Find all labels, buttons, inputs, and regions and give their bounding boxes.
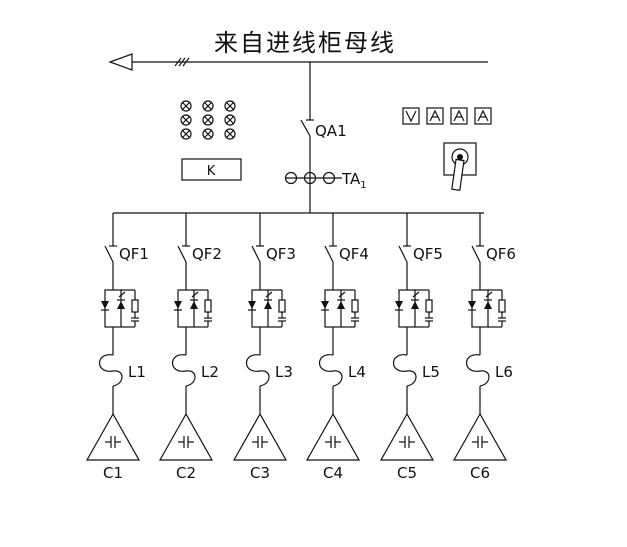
thyristor-switch-icon — [248, 289, 286, 328]
capacitor-label: C2 — [176, 464, 196, 482]
main-feeder: QA1 TA1 — [284, 62, 367, 213]
meter-group — [402, 107, 492, 125]
capacitor-label: C3 — [250, 464, 270, 482]
indicator-lamp-icon — [202, 100, 214, 112]
thyristor-switch-icon — [468, 289, 506, 328]
capacitor-bank-icon — [158, 412, 214, 461]
ammeter-icon — [474, 107, 492, 125]
indicator-lamp-icon — [224, 128, 236, 140]
indicator-lamp-icon — [224, 114, 236, 126]
ammeter-icon — [450, 107, 468, 125]
capacitor-bank-icon — [305, 412, 361, 461]
reactor-label: L3 — [275, 363, 293, 381]
capacitor-label: C4 — [323, 464, 343, 482]
panel-k-label: K — [207, 164, 216, 179]
reactor-label: L2 — [201, 363, 219, 381]
thyristor-switch-icon — [321, 289, 359, 328]
capacitor-label: C5 — [397, 464, 417, 482]
reactor-icon — [318, 354, 343, 387]
circuit-breaker-icon — [398, 245, 411, 263]
current-transformer-icon — [284, 171, 342, 185]
reactor-icon — [245, 354, 270, 387]
indicator-lamp-icon — [180, 100, 192, 112]
reactor-icon — [171, 354, 196, 387]
capacitor-label: C1 — [103, 464, 123, 482]
panel-k-box — [181, 158, 242, 181]
capacitor-branches: QF1L1C1QF2L2C2QF3L3C3QF4L4C4QF5L5C5QF6L6… — [85, 213, 516, 482]
reactor-label: L4 — [348, 363, 366, 381]
circuit-breaker-icon — [324, 245, 337, 263]
capacitor-bank-icon — [452, 412, 508, 461]
thyristor-switch-icon — [174, 289, 212, 328]
reactor-label: L1 — [128, 363, 146, 381]
indicator-lamp-icon — [202, 128, 214, 140]
reactor-icon — [392, 354, 417, 387]
capacitor-bank-icon — [85, 412, 141, 461]
selector-switch-icon — [443, 142, 477, 191]
capacitor-bank-icon — [379, 412, 435, 461]
circuit-breaker-icon — [104, 245, 117, 263]
circuit-breaker-icon — [251, 245, 264, 263]
indicator-lamp-icon — [180, 128, 192, 140]
breaker-label: QF6 — [486, 245, 516, 263]
ammeter-icon — [426, 107, 444, 125]
circuit-breaker-icon — [471, 245, 484, 263]
indicator-lamp-icon — [224, 100, 236, 112]
circuit-breaker-icon — [177, 245, 190, 263]
breaker-label: QF3 — [266, 245, 296, 263]
indicator-lamp-icon — [180, 114, 192, 126]
ct-label: TA1 — [341, 170, 367, 191]
capacitor-bank-icon — [232, 412, 288, 461]
reactor-label: L6 — [495, 363, 513, 381]
voltmeter-icon — [402, 107, 420, 125]
main-breaker-label: QA1 — [315, 122, 347, 140]
thyristor-switch-icon — [101, 289, 139, 328]
diagram-title: 来自进线柜母线 — [214, 29, 396, 57]
breaker-label: QF4 — [339, 245, 369, 263]
breaker-label: QF1 — [119, 245, 149, 263]
breaker-label: QF2 — [192, 245, 222, 263]
indicator-lamps — [180, 100, 236, 140]
thyristor-switch-icon — [395, 289, 433, 328]
breaker-label: QF5 — [413, 245, 443, 263]
reactor-label: L5 — [422, 363, 440, 381]
reactor-icon — [465, 354, 490, 387]
indicator-lamp-icon — [202, 114, 214, 126]
capacitor-label: C6 — [470, 464, 490, 482]
incoming-arrow-icon — [108, 53, 133, 71]
reactor-icon — [98, 354, 123, 387]
